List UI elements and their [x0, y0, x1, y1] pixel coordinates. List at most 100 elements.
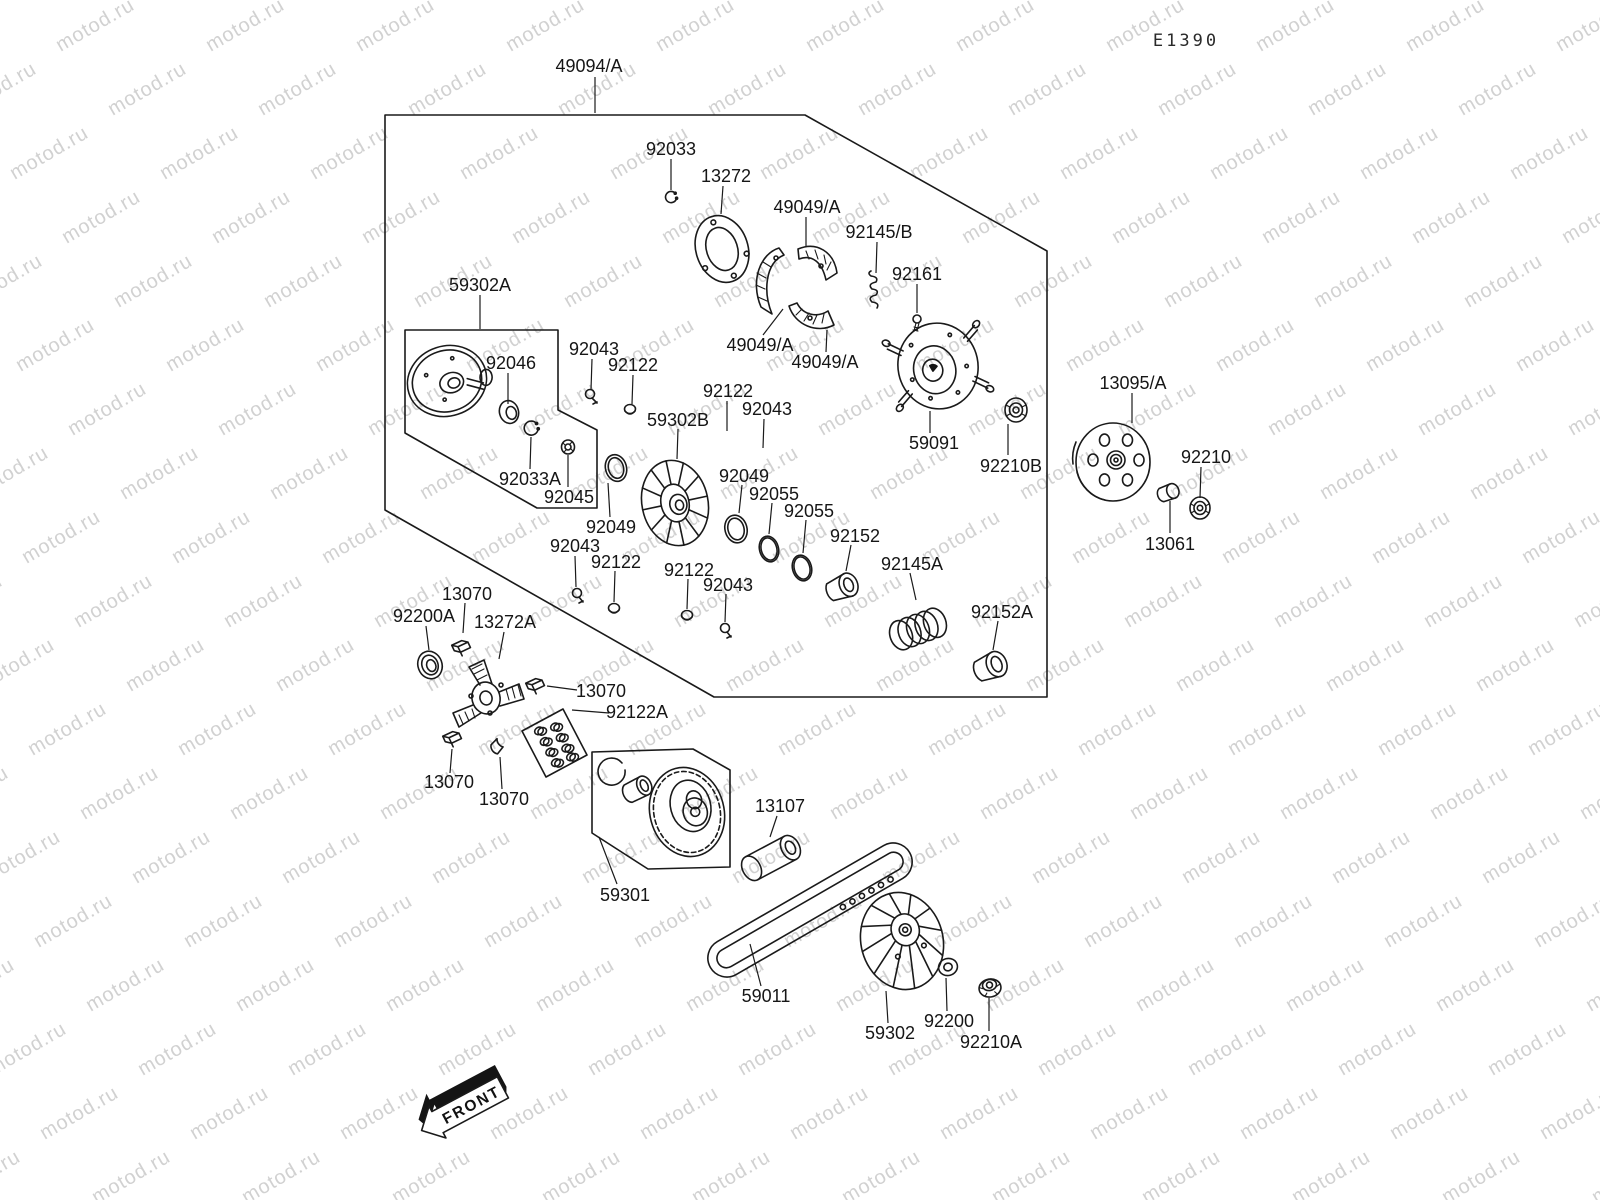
- leader-line: [762, 308, 784, 336]
- part-label: 49049/A: [791, 352, 858, 372]
- part-59011-belt: [707, 842, 913, 978]
- assembly-boundary: [384, 114, 1048, 698]
- leader-line: [768, 502, 773, 535]
- leader-line: [738, 484, 743, 514]
- part-label: 92033A: [499, 469, 561, 489]
- leader-line: [574, 555, 577, 588]
- leader-line: [1199, 466, 1202, 499]
- part-92210-nut: [1189, 496, 1211, 520]
- leader-line: [762, 418, 765, 449]
- part-92046-ring: [498, 399, 520, 425]
- part-13070-slider-1: [450, 639, 472, 657]
- part-label: 92049: [586, 517, 636, 537]
- part-label: 92152: [830, 526, 880, 546]
- part-92210b-nut: [1004, 397, 1028, 423]
- part-92145b-spring: [868, 270, 879, 309]
- leader-line: [631, 374, 634, 405]
- part-label: 92033: [646, 139, 696, 159]
- leader-line: [529, 436, 532, 470]
- part-label: 49094/A: [555, 56, 622, 76]
- part-13272-plate: [694, 214, 750, 284]
- leader-line: [686, 578, 689, 610]
- part-label: 92122: [703, 381, 753, 401]
- part-label: 59301: [600, 885, 650, 905]
- part-13061-bushing: [1156, 482, 1180, 503]
- part-13095a-clutch-bell: [1071, 422, 1151, 502]
- part-92043-pin-2: [571, 587, 584, 604]
- leader-line: [462, 602, 466, 634]
- part-label: 92210A: [960, 1032, 1022, 1052]
- part-label: 13095/A: [1099, 373, 1166, 393]
- part-label: 49049/A: [726, 335, 793, 355]
- part-label: 59091: [909, 433, 959, 453]
- part-label: 13061: [1145, 534, 1195, 554]
- part-59302b-fan-face: [640, 459, 710, 547]
- part-label: 92122: [608, 355, 658, 375]
- leader-line: [885, 990, 889, 1024]
- part-label: 92055: [784, 501, 834, 521]
- leader-line: [909, 572, 917, 601]
- leader-line: [607, 482, 611, 518]
- part-92122-damper-3: [680, 609, 694, 621]
- leader-line: [724, 593, 727, 623]
- part-label: 92200A: [393, 606, 455, 626]
- part-92043-pin: [584, 388, 598, 405]
- part-92122a-rollers: [533, 722, 580, 768]
- part-label: 13107: [755, 796, 805, 816]
- part-label: 92043: [569, 339, 619, 359]
- leader-line: [425, 625, 430, 651]
- part-92152-bushing: [825, 572, 859, 602]
- part-label: 13070: [576, 681, 626, 701]
- leader-line: [590, 358, 593, 391]
- leader-line: [749, 943, 762, 987]
- part-label: 49049/A: [773, 197, 840, 217]
- part-label: 92043: [742, 399, 792, 419]
- leader-line: [676, 428, 679, 460]
- leader-line: [825, 329, 828, 353]
- part-13070-slider-2: [524, 677, 546, 695]
- leader-line: [802, 519, 807, 554]
- part-label: 59302: [865, 1023, 915, 1043]
- front-direction-arrow: FRONT: [418, 1064, 510, 1139]
- part-label: 92152A: [971, 602, 1033, 622]
- part-13107-collar: [740, 834, 802, 882]
- part-label: 92145A: [881, 554, 943, 574]
- doc-code: E1390: [1153, 31, 1219, 51]
- part-92049-ring: [604, 453, 628, 483]
- part-92055-ring: [758, 535, 780, 563]
- part-13070-slider-3: [441, 730, 463, 748]
- labels-layer: 49094/A920331327249049/A92145/B921614904…: [393, 56, 1231, 1052]
- part-92122-damper-2: [607, 602, 621, 614]
- part-59302a-drive-face: [406, 344, 493, 418]
- part-label: 92043: [550, 536, 600, 556]
- part-label: 92200: [924, 1011, 974, 1031]
- leader-line: [720, 185, 724, 215]
- part-49049-shoe-right: [797, 245, 838, 281]
- part-92055-ring-2: [791, 554, 813, 582]
- part-59301-pulley: [648, 766, 726, 858]
- leader-line: [992, 620, 999, 651]
- leader-line: [598, 836, 618, 885]
- part-92033-circlip: [664, 190, 679, 204]
- leader-line: [945, 977, 948, 1012]
- part-59301-circlip: [597, 757, 626, 786]
- subassembly-box-59301: [591, 748, 731, 870]
- leader-line: [875, 241, 878, 274]
- part-49049-shoe-left: [755, 247, 785, 315]
- leader-line: [613, 570, 616, 603]
- subassembly-box-92122a: [521, 708, 588, 778]
- part-label: 92122: [664, 560, 714, 580]
- part-label: 92145/B: [845, 222, 912, 242]
- part-label: 59302B: [647, 410, 709, 430]
- part-label: 13070: [424, 772, 474, 792]
- part-49049-shoe-bottom: [788, 302, 835, 330]
- part-92200-washer: [937, 957, 959, 977]
- part-92049-ring-2: [723, 514, 749, 544]
- leader-line: [499, 756, 503, 790]
- leader-line: [498, 631, 505, 660]
- part-92045-washer: [560, 439, 576, 455]
- part-label: 92161: [892, 264, 942, 284]
- part-label: 13070: [442, 584, 492, 604]
- part-92145a-spring: [888, 607, 948, 651]
